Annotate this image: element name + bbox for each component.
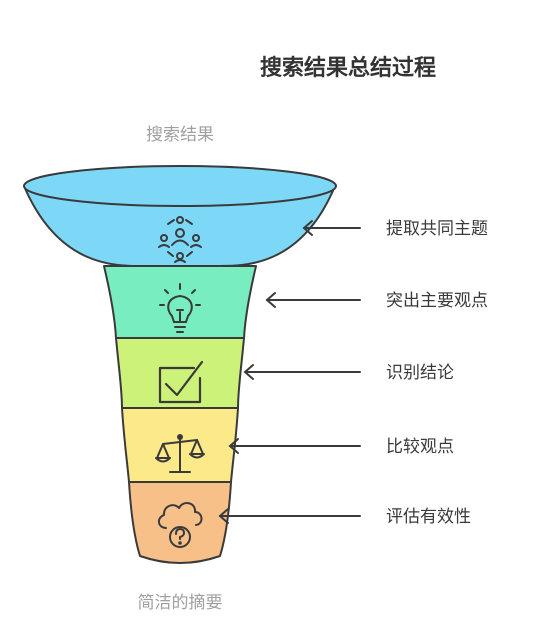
lightbulb-icon — [159, 283, 201, 333]
arrow-1 — [302, 220, 361, 236]
arrow-3 — [243, 364, 361, 380]
funnel-segments — [23, 165, 337, 564]
stage-arrows — [218, 220, 361, 524]
stage-label-4: 比较观点 — [386, 437, 454, 457]
cloud-question-icon — [158, 502, 203, 548]
people-network-icon — [158, 216, 202, 263]
bottom-label: 简洁的摘要 — [138, 593, 223, 613]
top-label: 搜索结果 — [146, 125, 214, 145]
stage-label-3: 识别结论 — [386, 363, 454, 383]
stage-label-5: 评估有效性 — [386, 507, 471, 527]
funnel-segment-5 — [128, 481, 232, 564]
funnel-rim — [23, 165, 337, 207]
diagram-title: 搜索结果总结过程 — [260, 55, 436, 81]
funnel-segment-3 — [115, 337, 245, 409]
checkbox-icon — [158, 360, 204, 404]
stage-label-1: 提取共同主题 — [386, 219, 488, 239]
arrow-4 — [228, 438, 361, 454]
arrow-5 — [218, 508, 361, 524]
arrow-2 — [265, 292, 361, 308]
scale-icon — [155, 434, 205, 473]
stage-label-2: 突出主要观点 — [386, 291, 488, 311]
